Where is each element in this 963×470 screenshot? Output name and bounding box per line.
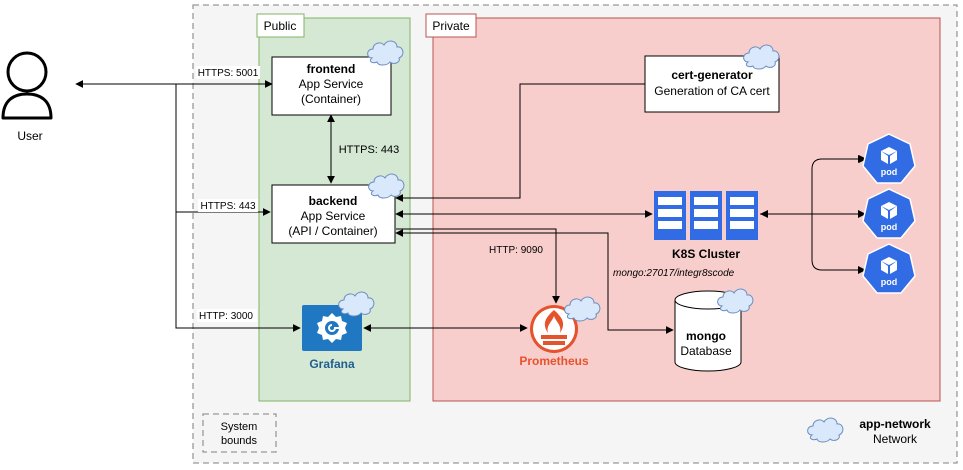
edge-label-https-443: HTTPS: 443 (200, 201, 255, 212)
legend-system-bounds (202, 413, 277, 453)
prometheus-icon[interactable] (530, 305, 578, 353)
user-icon (1, 51, 53, 120)
backend-line2: (API / Container) (288, 224, 377, 238)
edge-cert-backend (395, 83, 645, 202)
edge-label-http-3000: HTTP: 3000 (199, 311, 253, 322)
pod-icon[interactable]: pod (862, 243, 916, 294)
mongo-connection-label: mongo:27017/integr8scode (613, 268, 735, 279)
public-zone-tag (256, 13, 305, 38)
grafana-label: Grafana (309, 357, 355, 371)
edge-label-https-5001: HTTPS: 5001 (198, 68, 259, 79)
pod-icon[interactable]: pod (862, 133, 916, 184)
backend-title: backend (309, 194, 358, 208)
pod-2-label: pod (881, 222, 898, 232)
pod-1-label: pod (881, 167, 898, 177)
backend-line1: App Service (301, 209, 366, 223)
grafana-icon[interactable] (302, 305, 362, 351)
legend-system-bounds-line1: System (221, 421, 258, 433)
edge-backend-mongo (395, 229, 674, 334)
frontend-node[interactable] (271, 56, 392, 116)
edge-label-https-443-internal: HTTPS: 443 (339, 144, 400, 156)
user-label: User (17, 129, 42, 143)
mongo-line1: Database (680, 344, 732, 358)
edge-user-grafana (175, 212, 301, 332)
private-zone-label: Private (432, 19, 470, 33)
frontend-title: frontend (307, 62, 356, 76)
connectors (75, 80, 866, 334)
edge-labels: HTTPS: 5001 HTTPS: 443 HTTPS: 443 HTTP: … (196, 66, 735, 322)
edge-k8s-pods (760, 158, 866, 271)
mongo-title: mongo (686, 329, 726, 343)
prometheus-label: Prometheus (519, 354, 589, 368)
pod-3-label: pod (881, 277, 898, 287)
private-zone-tag (425, 13, 477, 38)
k8s-cluster-icon[interactable] (654, 191, 758, 240)
frontend-line2: (Container) (301, 92, 361, 106)
frontend-line1: App Service (299, 77, 364, 91)
public-zone-label: Public (264, 19, 297, 33)
legend-network-sub: Network (873, 432, 918, 446)
pod-arrows (760, 155, 866, 274)
cert-generator-title: cert-generator (671, 68, 753, 82)
edge-label-http-9090: HTTP: 9090 (489, 245, 543, 256)
pod-icon[interactable]: pod (862, 188, 916, 239)
legend-system-bounds-line2: bounds (221, 435, 258, 447)
legend-network-title: app-network (859, 417, 931, 431)
k8s-cluster-label: K8S Cluster (672, 247, 740, 261)
cert-generator-line1: Generation of CA cert (654, 84, 770, 98)
